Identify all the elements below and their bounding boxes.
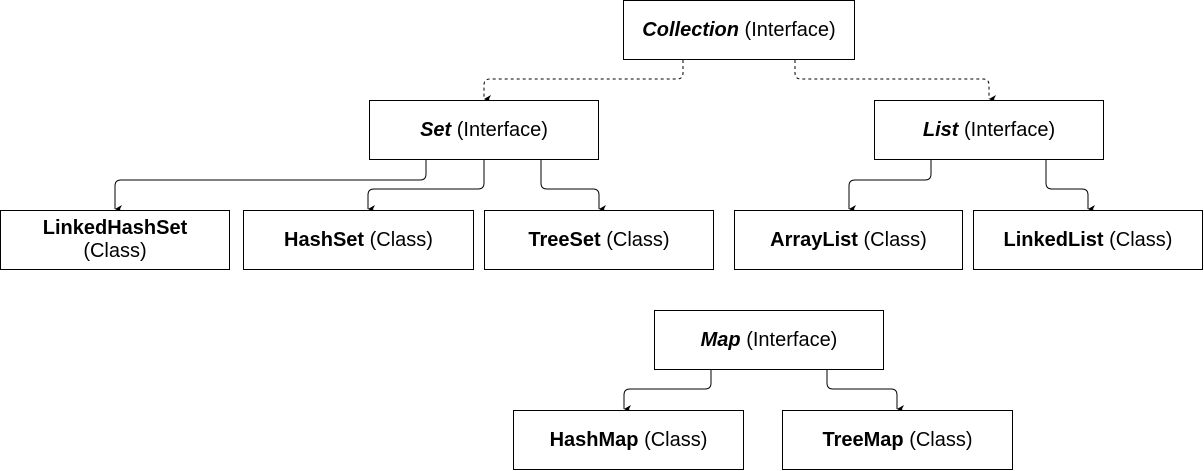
edge-set-to-hash-set (367, 160, 485, 213)
edge-set-to-linked-hash-set (114, 160, 427, 213)
node-kind: (Class) (644, 428, 708, 451)
node-name: ArrayList (770, 228, 858, 251)
node-name: TreeMap (822, 428, 904, 451)
node-kind: (Interface) (456, 118, 548, 141)
linked-list-class-node: LinkedList (Class) (973, 210, 1203, 270)
map-interface-node: Map (Interface) (654, 310, 884, 370)
node-name: Map (700, 328, 741, 351)
node-kind: (Class) (369, 228, 433, 251)
collection-interface-node: Collection (Interface) (623, 0, 855, 60)
array-list-class-node: ArrayList (Class) (734, 210, 963, 270)
node-name: LinkedList (1003, 228, 1104, 251)
node-kind: (Class) (83, 240, 147, 262)
edge-list-to-array-list (848, 160, 932, 213)
edge-list-to-linked-list (1045, 160, 1095, 213)
set-interface-node: Set (Interface) (369, 100, 599, 160)
node-name: List (922, 118, 959, 141)
edge-set-to-tree-set (540, 160, 606, 213)
node-name: Set (420, 118, 452, 141)
edge-map-to-hash-map (623, 370, 712, 413)
list-interface-node: List (Interface) (874, 100, 1104, 160)
node-name: TreeSet (528, 228, 601, 251)
tree-set-class-node: TreeSet (Class) (484, 210, 714, 270)
hash-map-class-node: HashMap (Class) (513, 410, 744, 470)
hash-set-class-node: HashSet (Class) (243, 210, 474, 270)
node-name: HashSet (284, 228, 365, 251)
edge-map-to-tree-map (826, 370, 904, 413)
tree-map-class-node: TreeMap (Class) (782, 410, 1013, 470)
linked-hash-set-class-node: LinkedHashSet(Class) (0, 210, 230, 270)
node-name: LinkedHashSet (42, 217, 188, 239)
node-kind: (Class) (909, 428, 973, 451)
node-name: HashMap (549, 428, 639, 451)
node-kind: (Class) (863, 228, 927, 251)
node-name: Collection (642, 18, 739, 41)
node-kind: (Interface) (746, 328, 838, 351)
node-kind: (Class) (1109, 228, 1173, 251)
node-kind: (Interface) (744, 18, 836, 41)
edge-collection-to-set (483, 60, 684, 103)
edge-collection-to-list (794, 60, 996, 103)
node-kind: (Class) (606, 228, 670, 251)
node-kind: (Interface) (963, 118, 1056, 141)
